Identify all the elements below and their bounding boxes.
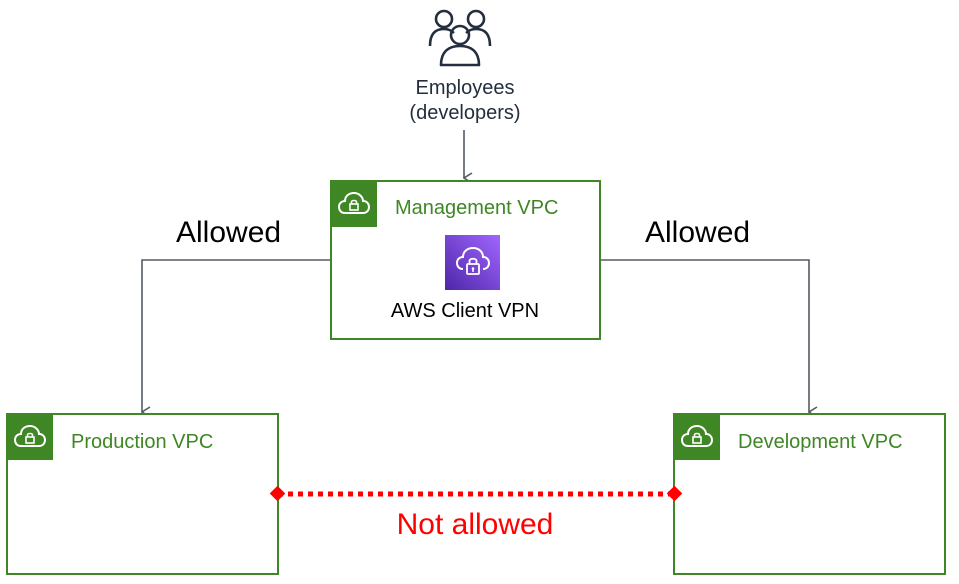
users-icon [428, 9, 492, 67]
production-vpc[interactable]: Production VPC [6, 413, 279, 575]
production-vpc-title: Production VPC [71, 431, 214, 453]
blocked-endpoint-left [269, 485, 286, 502]
arrow-management-to-production [142, 259, 330, 412]
development-vpc-title: Development VPC [738, 431, 903, 453]
vpc-cloud-lock-icon [674, 414, 720, 460]
vpc-cloud-lock-icon [7, 414, 53, 460]
users-label-line1: Employees [415, 77, 515, 99]
arrow-management-to-development [600, 259, 809, 412]
aws-client-vpn-label: AWS Client VPN [390, 300, 540, 322]
vpc-cloud-lock-icon [331, 181, 377, 227]
not-allowed-label: Not allowed [396, 508, 554, 541]
aws-client-vpn-icon[interactable] [445, 235, 500, 290]
users-label-line2: (developers) [409, 102, 521, 124]
allowed-label-right: Allowed [645, 216, 751, 249]
blocked-endpoint-right [666, 485, 683, 502]
allowed-label-left: Allowed [176, 216, 282, 249]
development-vpc[interactable]: Development VPC [673, 413, 946, 575]
management-vpc-title: Management VPC [395, 197, 559, 219]
users-label: Employees (developers) [360, 76, 570, 126]
